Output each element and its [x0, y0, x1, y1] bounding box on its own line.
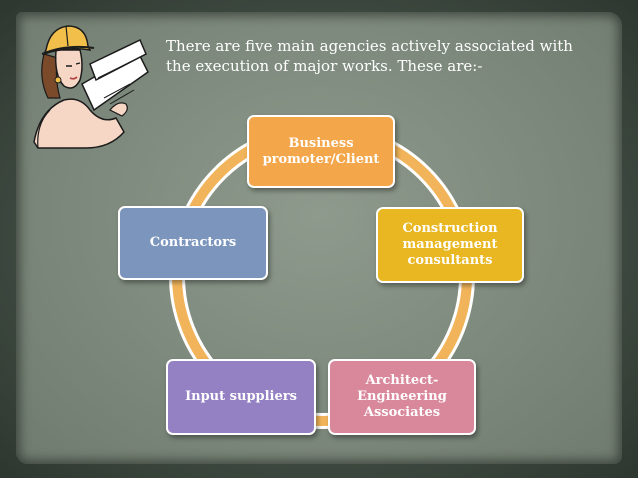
node-label: Construction management consultants — [402, 221, 498, 268]
engineer-with-blueprints-icon — [33, 25, 149, 149]
node-label: Business promoter/Client — [262, 135, 380, 167]
node-input-suppliers: Input suppliers — [166, 359, 316, 435]
intro-text: There are five main agencies actively as… — [166, 37, 573, 75]
node-label: Input suppliers — [185, 389, 297, 404]
node-label: Contractors — [149, 235, 237, 250]
node-architect-engineering-associates: Architect- Engineering Associates — [328, 359, 476, 435]
node-contractors: Contractors — [118, 206, 268, 280]
node-label: Architect- Engineering Associates — [357, 373, 447, 420]
node-construction-management-consultants: Construction management consultants — [376, 207, 524, 283]
node-business-promoter-client: Business promoter/Client — [247, 115, 395, 188]
